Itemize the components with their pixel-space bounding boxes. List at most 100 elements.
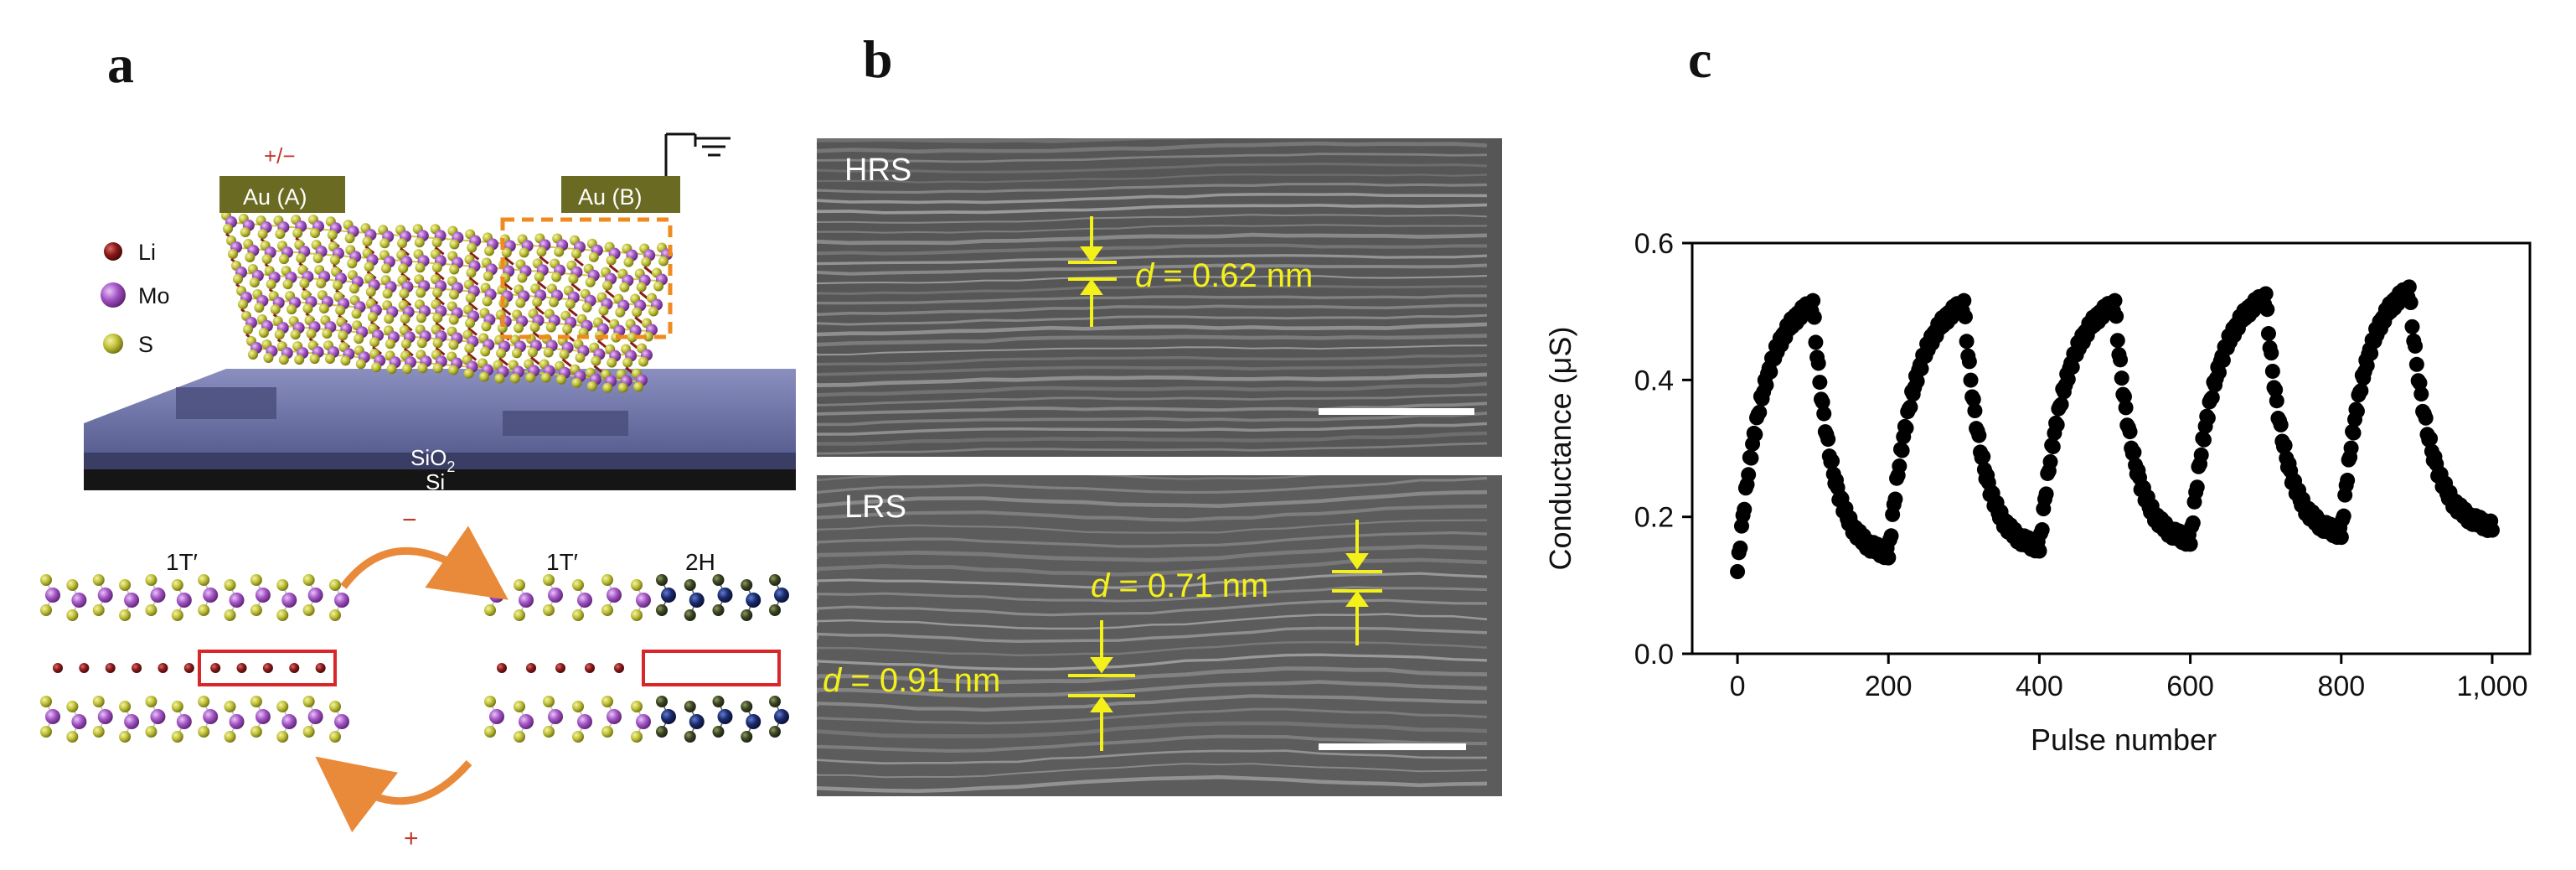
data-point [2185,515,2201,531]
data-point [2034,522,2050,538]
lattice-metal-atom [71,593,87,608]
lattice-s-atom [656,726,668,738]
s-atom [602,382,613,393]
ground-icon [664,132,730,176]
data-point [2260,326,2276,342]
data-point [1743,450,1759,466]
lattice-s-atom [119,701,132,712]
lattice-fringe [817,557,1488,577]
s-atom [615,307,626,318]
li-intercalant [593,365,604,374]
lattice-fringe [817,774,1488,793]
hrs-d-marker [1068,216,1117,327]
s-atom [223,224,233,234]
lattice-s-atom [656,696,668,707]
data-point [2359,358,2375,374]
s-atom [316,278,327,289]
lattice-s-atom [543,574,555,586]
lattice-s-atom [514,579,525,591]
lattice-fringe [817,153,1488,163]
s-atom [233,274,243,284]
lattice-metal-atom [176,593,192,608]
data-point [2258,286,2274,302]
s-atom [400,339,411,350]
lattice-fringe [817,531,1488,548]
lattice-metal-atom [607,709,622,724]
lattice-fringe [817,707,1488,725]
s-atom [386,364,397,375]
data-point [2404,318,2420,334]
s-atom [355,359,366,370]
data-point [2336,508,2351,524]
s-atom [449,239,460,250]
s-atom [497,323,508,334]
lattice-metal-atom [661,709,676,724]
lattice-metal-atom [689,593,705,608]
lattice-s-atom [631,609,643,621]
s-atom [414,237,425,248]
data-point [2423,431,2439,447]
data-point [1763,364,1778,380]
si-label: Si [426,469,445,495]
lrs-spacing-2-label: d = 0.91 nm [823,662,1000,699]
lattice-s-atom [656,574,668,586]
s-atom [466,267,477,278]
lattice-s-atom [329,731,341,743]
lattice-metal-atom [71,714,87,729]
lattice-s-atom [514,609,525,621]
data-point [2349,403,2365,419]
data-point [2215,352,2231,368]
lattice-metal-atom [577,593,592,608]
s-atom [306,329,317,339]
s-atom [448,289,459,300]
sio2-label: SiO2 [410,445,455,475]
li-intercalant [503,282,514,291]
s-atom [364,262,374,272]
lattice-metal-atom [281,714,297,729]
s-atom [606,255,617,266]
li-intercalant [534,306,545,315]
lattice-s-atom [712,574,725,586]
s-atom [416,313,426,324]
s-atom [397,238,407,249]
data-point [2196,432,2212,448]
s-atom [602,280,613,291]
lattice-fringe [817,224,1488,234]
lattice-s-atom [302,574,315,586]
s-atom [633,381,643,392]
data-point [2211,365,2227,381]
s-atom [467,242,478,253]
lattice-fringe [817,613,1488,630]
legend-s-icon [103,334,123,354]
s-atom [641,256,652,267]
lattice-fringe [817,393,1488,407]
s-atom [480,346,491,357]
lattice-fringe [817,694,1488,712]
s-atom [431,262,442,273]
data-point [2042,453,2058,469]
lattice-fringe [817,141,1488,154]
s-atom [416,338,427,349]
atom-legend: Li Mo S [101,240,170,357]
lattice-s-atom [276,579,289,591]
data-point [2109,333,2125,349]
x-tick-label: 400 [2016,671,2063,702]
s-atom [643,331,653,342]
lattice-s-atom [741,701,753,712]
lattice-s-atom [631,701,643,712]
lattice-fringe [817,653,1488,671]
s-atom [483,271,493,282]
lattice-fringe [817,598,1488,617]
lattice-s-atom [769,574,781,586]
s-atom [568,273,579,284]
data-point [2114,370,2129,386]
lattice-s-atom [171,609,183,621]
lrs-d2-marker [1068,620,1135,751]
lattice-metal-atom [689,714,705,729]
s-atom [514,323,524,334]
lattice-fringe [817,519,1488,534]
s-atom [278,254,289,265]
hrs-scale-bar [1319,408,1474,415]
s-atom [416,287,426,298]
